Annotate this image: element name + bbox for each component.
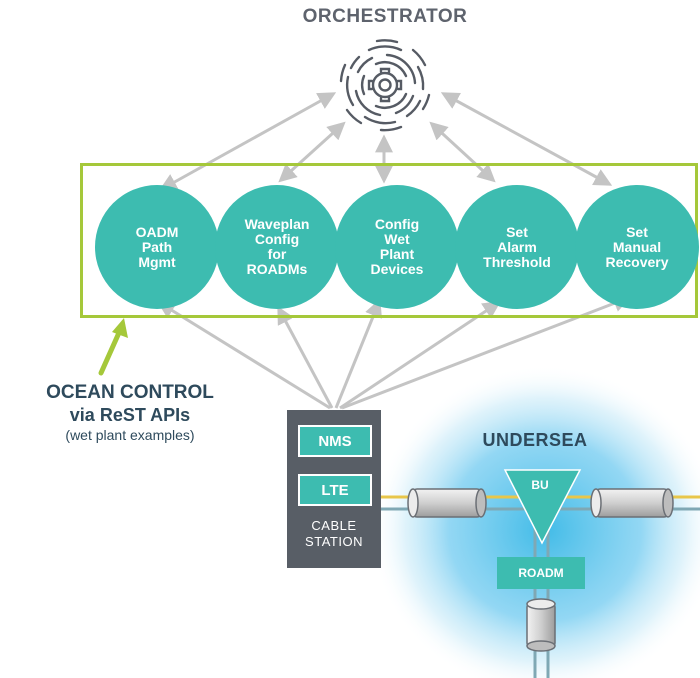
orch-arrow-1 bbox=[158, 92, 337, 191]
function-label: Config Wet Plant Devices bbox=[370, 216, 424, 277]
repeater-right bbox=[590, 488, 674, 518]
station-arrow-1 bbox=[156, 301, 331, 410]
station-arrow-4 bbox=[339, 301, 501, 410]
function-label: Waveplan Config for ROADMs bbox=[244, 216, 310, 277]
function-oadm-path-mgmt: OADM Path Mgmt bbox=[95, 185, 219, 309]
function-config-wet-plant: Config Wet Plant Devices bbox=[335, 185, 459, 309]
function-set-alarm-threshold: Set Alarm Threshold bbox=[455, 185, 579, 309]
orchestrator-gear-icon bbox=[339, 39, 431, 132]
undersea-label: UNDERSEA bbox=[482, 430, 588, 450]
lte-box: LTE bbox=[298, 474, 372, 506]
orchestrator-title: ORCHESTRATOR bbox=[302, 6, 468, 27]
ocean-control-title: OCEAN CONTROL bbox=[46, 382, 214, 403]
function-label: OADM Path Mgmt bbox=[135, 223, 179, 270]
station-arrow-2 bbox=[277, 305, 334, 409]
function-label: Set Alarm Threshold bbox=[483, 223, 551, 270]
nms-box: NMS bbox=[298, 425, 372, 457]
function-set-manual-recovery: Set Manual Recovery bbox=[575, 185, 699, 309]
ocean-control-note: (wet plant examples) bbox=[65, 427, 195, 443]
ocean-control-caption: OCEAN CONTROL via ReST APIs (wet plant e… bbox=[0, 382, 260, 444]
bu-label: BU bbox=[531, 478, 549, 492]
orch-arrow-5 bbox=[440, 92, 613, 186]
repeater-bottom bbox=[526, 598, 556, 652]
cable-station-label-line2: STATION bbox=[305, 534, 363, 549]
ocean-control-subtitle: via ReST APIs bbox=[69, 405, 191, 425]
orch-arrow-2 bbox=[278, 121, 346, 183]
function-label: Set Manual Recovery bbox=[605, 223, 669, 270]
station-arrow-3 bbox=[334, 298, 382, 409]
branching-unit bbox=[503, 469, 582, 545]
repeater-left bbox=[407, 488, 487, 518]
ocean-control-pointer-head bbox=[112, 318, 128, 338]
roadm-box: ROADM bbox=[497, 557, 585, 589]
function-waveplan-config: Waveplan Config for ROADMs bbox=[215, 185, 339, 309]
cable-station-label: CABLE STATION bbox=[287, 518, 381, 550]
cable-station-label-line1: CABLE bbox=[311, 518, 357, 533]
